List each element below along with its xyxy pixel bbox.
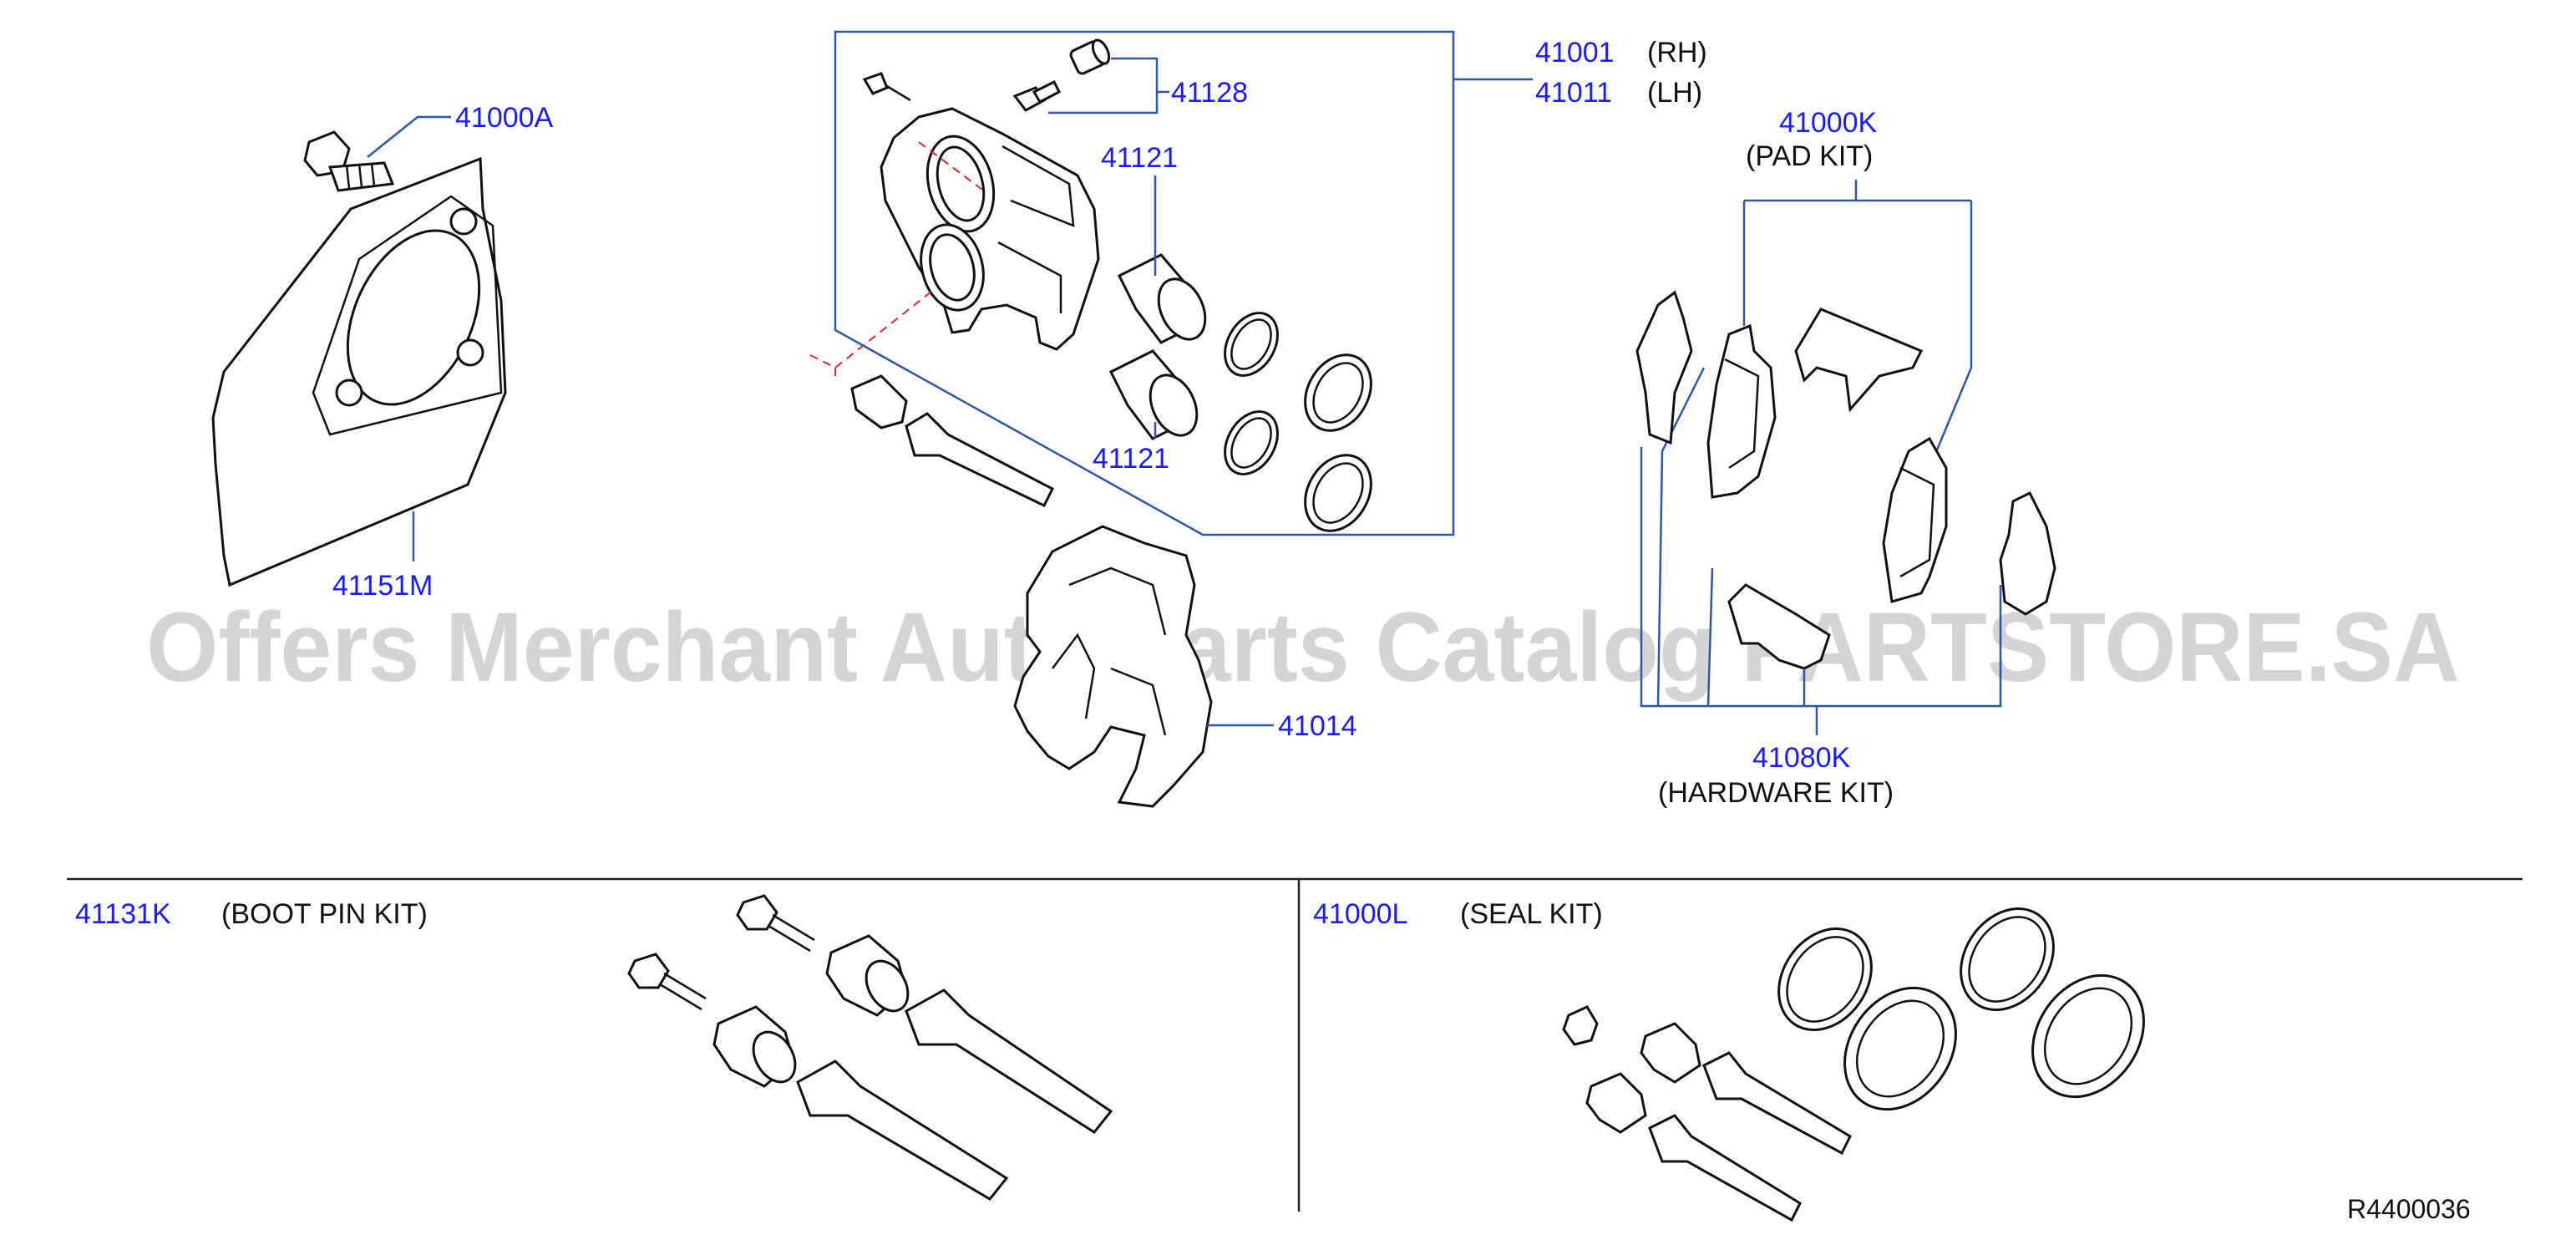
callout-41000K: 41000K: [1779, 107, 1878, 139]
callout-41128: 41128: [1171, 77, 1248, 109]
seal-kit-rings-drawing: [1777, 907, 2145, 1111]
callout-41121-top: 41121: [1101, 142, 1178, 174]
pad-left-drawing: [1706, 323, 1777, 499]
group-box-caliper: [834, 30, 1455, 536]
boot-pin-kit-boot-1-drawing: [825, 934, 910, 1017]
shim-right-drawing: [1999, 490, 2056, 616]
boot-pin-kit-pin-2-drawing: [796, 1060, 1009, 1201]
callout-41000A: 41000A: [455, 102, 554, 134]
diagram-reference-number: R4400036: [2347, 1194, 2471, 1224]
leader-41000A: [367, 115, 451, 158]
piston-upper-drawing: [1117, 253, 1207, 344]
seal-kit-boot-2-drawing: [1585, 1072, 1647, 1134]
mounting-bolt-drawing: [303, 130, 395, 192]
kit-part-seal: 41000L: [1313, 898, 1407, 930]
boot-pin-kit-bolt-1-drawing: [736, 894, 815, 953]
boot-pin-kit-boot-2-drawing: [712, 1005, 797, 1088]
leader-41128: [1048, 57, 1169, 114]
callout-41121-bottom: 41121: [1093, 443, 1169, 475]
slide-pin-drawing: [905, 412, 1055, 507]
boot-pin-kit-pin-1-drawing: [905, 988, 1113, 1134]
callout-41080K: 41080K: [1752, 742, 1851, 774]
callout-41080K-desc: (HARDWARE KIT): [1658, 777, 1894, 809]
callout-41011: 41011: [1535, 77, 1612, 109]
callout-41014: 41014: [1278, 710, 1357, 742]
bleeder-screw-drawing: [1012, 79, 1062, 112]
pad-right-drawing: [1882, 436, 1948, 603]
watermark: Offers Merchant Auto Parts Catalog PARTS…: [146, 592, 2460, 703]
bleeder-cap-drawing: [1069, 38, 1111, 75]
backing-plate-drawing: [211, 156, 507, 587]
callout-41000K-desc: (PAD KIT): [1746, 140, 1873, 172]
kit-desc-boot-pin: (BOOT PIN KIT): [221, 898, 428, 930]
seal-kit-boot-1-drawing: [1640, 1022, 1701, 1084]
retainer-clip-bottom-drawing: [1727, 583, 1831, 670]
slide-boot-drawing: [850, 374, 908, 429]
callout-41151M: 41151M: [332, 570, 433, 602]
kit-part-boot-pin: 41131K: [75, 898, 171, 930]
seal-kit-pin-1-drawing: [1702, 1051, 1852, 1156]
seal-kit-small-cap-drawing: [1562, 1005, 1599, 1046]
caliper-bolt-drawing: [862, 72, 911, 102]
kit-desc-seal: (SEAL KIT): [1460, 898, 1603, 930]
seal-kit-pin-2-drawing: [1648, 1114, 1802, 1222]
caliper-body-drawing: [880, 107, 1100, 351]
torque-member-drawing: [1013, 525, 1213, 808]
pin-axis-dash: [809, 141, 986, 376]
callout-41001-side: (RH): [1647, 37, 1707, 69]
callout-41001: 41001: [1535, 37, 1615, 69]
boot-pin-kit-bolt-2-drawing: [627, 953, 707, 1011]
callout-41011-side: (LH): [1647, 77, 1702, 109]
shim-left-drawing: [1635, 290, 1693, 445]
piston-seals-drawing: [1224, 312, 1372, 532]
retainer-clip-top-drawing: [1794, 307, 1924, 413]
leader-pad-kit: [1656, 180, 1973, 707]
piston-lower-drawing: [1108, 349, 1199, 440]
leader-hardware-kit: [1640, 447, 2002, 735]
